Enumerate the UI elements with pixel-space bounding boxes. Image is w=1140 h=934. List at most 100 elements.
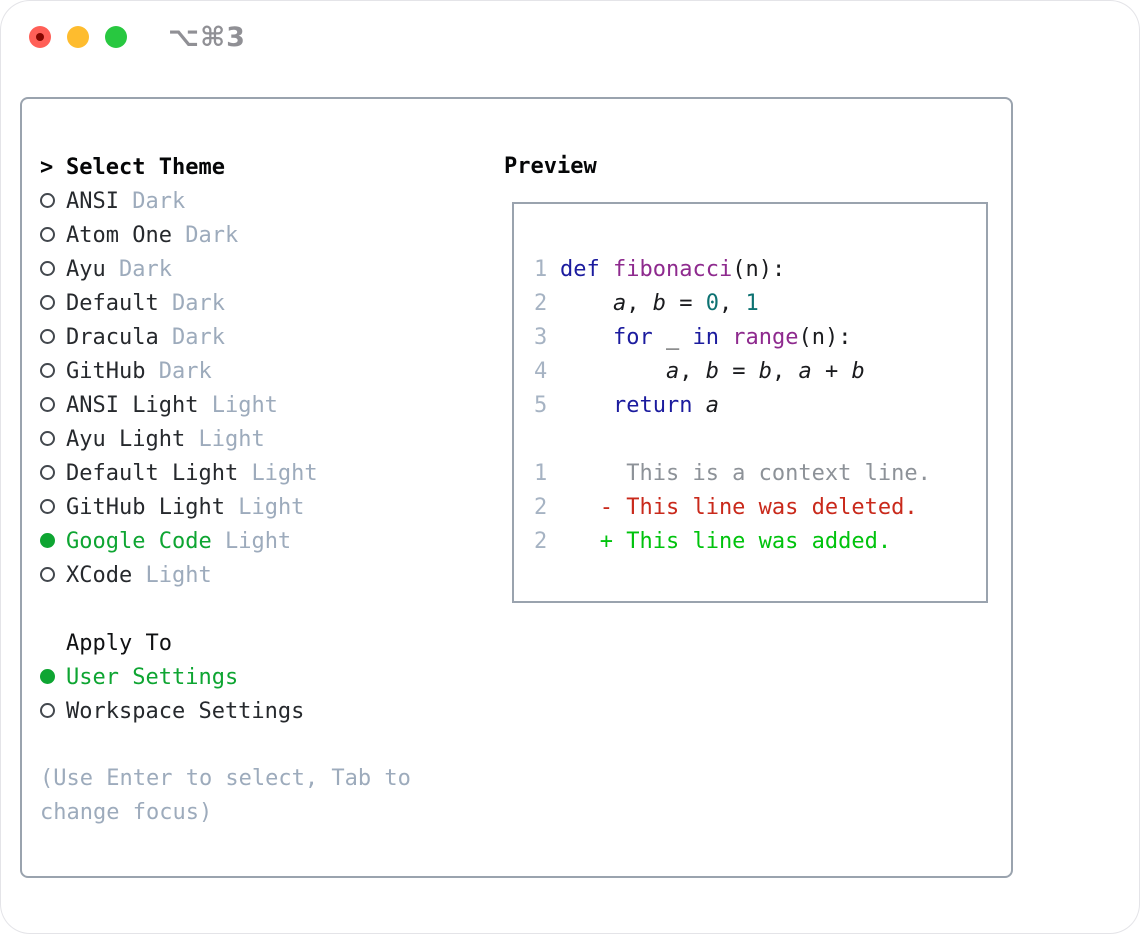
line-number: 2 bbox=[534, 529, 548, 554]
line-number: 1 bbox=[534, 461, 548, 486]
code-line: 3 for _ in range(n): bbox=[534, 321, 986, 355]
theme-name: GitHub bbox=[66, 358, 146, 384]
theme-variant: Light bbox=[145, 562, 212, 588]
close-button[interactable] bbox=[29, 26, 51, 48]
radio-icon bbox=[40, 294, 55, 310]
radio-icon bbox=[40, 396, 55, 412]
radio-icon bbox=[40, 430, 55, 446]
code-text: def fibonacci(n): bbox=[560, 257, 786, 282]
theme-variant: Dark bbox=[158, 358, 212, 384]
code-text: a, b = b, a + b bbox=[665, 359, 865, 384]
theme-option-xcode-light[interactable]: XCode Light bbox=[40, 558, 480, 592]
theme-name: ANSI bbox=[66, 188, 119, 214]
apply-to-header-row: Apply To bbox=[40, 626, 480, 660]
radio-cell bbox=[40, 563, 66, 588]
code-line: 2 - This line was deleted. bbox=[534, 491, 986, 525]
code-text: + This line was added. bbox=[560, 529, 892, 554]
theme-option-atom-one-dark[interactable]: Atom One Dark bbox=[40, 218, 480, 252]
theme-option-ansi-light-light[interactable]: ANSI Light Light bbox=[40, 388, 480, 422]
radio-selected-icon bbox=[40, 668, 55, 684]
theme-variant: Light bbox=[198, 426, 265, 452]
theme-name: Default bbox=[66, 290, 159, 316]
focus-arrow-icon: > bbox=[40, 154, 54, 180]
line-number: 2 bbox=[534, 495, 548, 520]
theme-option-ayu-dark[interactable]: Ayu Dark bbox=[40, 252, 480, 286]
line-number: 3 bbox=[534, 325, 548, 350]
theme-name: Atom One bbox=[66, 222, 172, 248]
theme-variant: Dark bbox=[185, 222, 239, 248]
line-number: 4 bbox=[534, 359, 548, 384]
select-theme-header: > Select Theme bbox=[40, 150, 480, 184]
radio-cell bbox=[40, 665, 66, 690]
apply-option-workspace-settings[interactable]: Workspace Settings bbox=[40, 694, 480, 728]
theme-option-google-code-light[interactable]: Google Code Light bbox=[40, 524, 480, 558]
theme-variant: Dark bbox=[119, 256, 172, 282]
radio-icon bbox=[40, 702, 55, 718]
select-theme-title: Select Theme bbox=[66, 154, 225, 180]
theme-variant: Dark bbox=[171, 290, 225, 316]
code-text: for _ in range(n): bbox=[612, 325, 852, 350]
theme-variant: Light bbox=[238, 494, 305, 520]
theme-variant: Dark bbox=[171, 324, 225, 350]
radio-cell bbox=[40, 393, 66, 418]
radio-cell bbox=[40, 529, 66, 554]
theme-variant: Light bbox=[211, 392, 278, 418]
code-line: 2 + This line was added. bbox=[534, 525, 986, 559]
theme-variant: Light bbox=[251, 460, 318, 486]
radio-icon bbox=[40, 464, 55, 480]
radio-cell bbox=[40, 223, 66, 248]
code-text: return a bbox=[612, 393, 719, 418]
radio-cell bbox=[40, 495, 66, 520]
theme-name: Ayu bbox=[66, 256, 106, 282]
apply-option-label: User Settings bbox=[66, 664, 239, 690]
radio-cell bbox=[40, 359, 66, 384]
line-number: 1 bbox=[534, 257, 548, 282]
theme-option-default-dark[interactable]: Default Dark bbox=[40, 286, 480, 320]
code-text: This is a context line. bbox=[560, 461, 931, 486]
radio-cell bbox=[40, 291, 66, 316]
theme-option-dracula-dark[interactable]: Dracula Dark bbox=[40, 320, 480, 354]
radio-icon bbox=[40, 226, 55, 242]
radio-icon bbox=[40, 260, 55, 276]
theme-option-github-light-light[interactable]: GitHub Light Light bbox=[40, 490, 480, 524]
close-dot-icon bbox=[36, 33, 44, 41]
minimize-button[interactable] bbox=[67, 26, 89, 48]
theme-name: ANSI Light bbox=[66, 392, 199, 418]
apply-to-header: Apply To bbox=[66, 630, 172, 656]
preview-header: Preview bbox=[504, 154, 597, 179]
zoom-button[interactable] bbox=[105, 26, 127, 48]
theme-name: GitHub Light bbox=[66, 494, 225, 520]
line-number bbox=[534, 423, 548, 457]
line-number: 5 bbox=[534, 393, 548, 418]
apply-option-label: Workspace Settings bbox=[66, 698, 305, 724]
theme-name: Dracula bbox=[66, 324, 159, 350]
line-number: 2 bbox=[534, 291, 548, 316]
radio-cell bbox=[40, 461, 66, 486]
theme-name: Google Code bbox=[66, 528, 212, 554]
radio-icon bbox=[40, 192, 55, 208]
help-text: (Use Enter to select, Tab to change focu… bbox=[40, 766, 411, 825]
theme-name: XCode bbox=[66, 562, 133, 588]
radio-selected-icon bbox=[40, 532, 55, 548]
window-title: ⌥⌘3 bbox=[168, 22, 246, 53]
theme-option-github-dark[interactable]: GitHub Dark bbox=[40, 354, 480, 388]
code-line: 2 a, b = 0, 1 bbox=[534, 287, 986, 321]
radio-icon bbox=[40, 498, 55, 514]
code-line bbox=[534, 423, 986, 457]
code-line: 1 This is a context line. bbox=[534, 457, 986, 491]
code-text: - This line was deleted. bbox=[560, 495, 918, 520]
radio-cell bbox=[40, 257, 66, 282]
radio-cell bbox=[40, 427, 66, 452]
apply-option-user-settings[interactable]: User Settings bbox=[40, 660, 480, 694]
theme-variant: Light bbox=[224, 528, 292, 554]
